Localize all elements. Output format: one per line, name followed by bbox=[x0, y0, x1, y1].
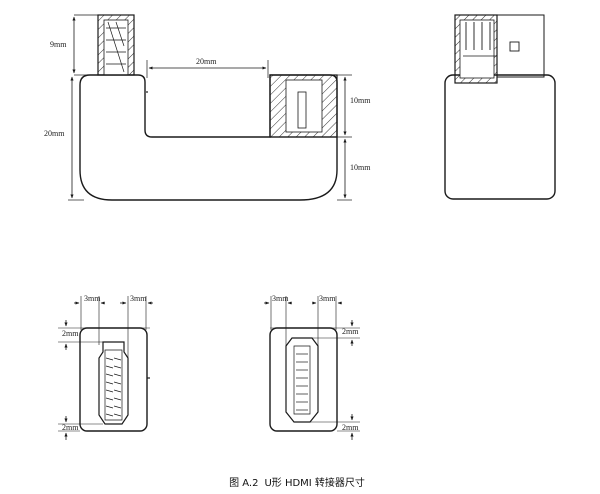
dim-right-bottom-margin: 2mm bbox=[342, 423, 359, 432]
front-view bbox=[444, 14, 556, 200]
dim-left-top-margin: 2mm bbox=[62, 329, 79, 338]
dim-left-offset-1: 3mm bbox=[84, 294, 101, 303]
bottom-right-view bbox=[264, 296, 360, 440]
dim-right-offset-2: 3mm bbox=[319, 294, 336, 303]
dim-upper-height: 10mm bbox=[350, 96, 371, 105]
hdmi-port-left bbox=[98, 341, 129, 425]
hdmi-port-right bbox=[285, 337, 319, 423]
figure-caption: 图 A.2 U形 HDMI 转接器尺寸 bbox=[0, 474, 600, 489]
bottom-left-view bbox=[58, 296, 153, 440]
right-port-body bbox=[269, 327, 338, 432]
left-port-body bbox=[79, 327, 148, 432]
dim-left-bottom-margin: 2mm bbox=[62, 423, 79, 432]
top-plug bbox=[97, 14, 135, 76]
side-view bbox=[68, 14, 352, 201]
dim-left-offset-2: 3mm bbox=[130, 294, 147, 303]
dim-plug-height: 9mm bbox=[50, 40, 67, 49]
dim-total-height: 20mm bbox=[44, 129, 65, 138]
front-body bbox=[444, 74, 556, 200]
dim-gap-width: 20mm bbox=[196, 57, 217, 66]
dim-right-offset-1: 3mm bbox=[272, 294, 289, 303]
right-socket bbox=[269, 74, 338, 138]
dim-lower-height: 10mm bbox=[350, 163, 371, 172]
figure-title: U形 HDMI 转接器尺寸 bbox=[264, 478, 365, 489]
dim-right-top-margin: 2mm bbox=[342, 327, 359, 336]
figure-number: 图 A.2 bbox=[229, 478, 259, 489]
square-marker bbox=[509, 41, 520, 52]
